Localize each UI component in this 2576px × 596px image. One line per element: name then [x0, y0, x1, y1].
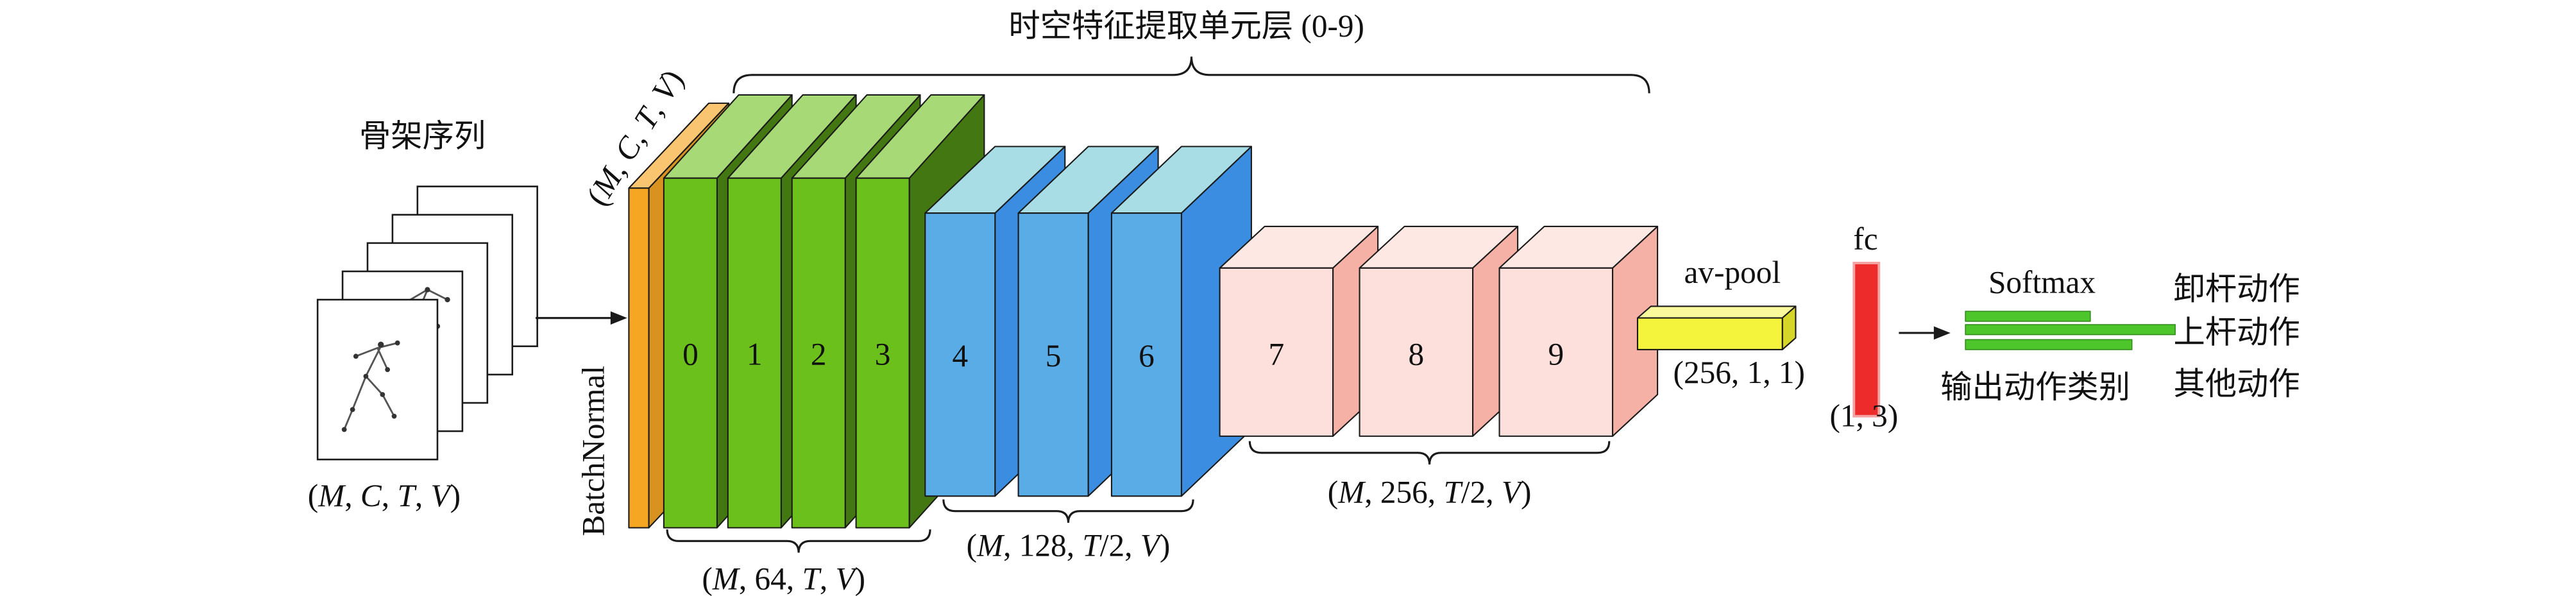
block-7-label: 7 — [1269, 336, 1285, 371]
softmax-bar-1 — [1965, 324, 2176, 336]
class-label-2: 其他动作 — [2174, 366, 2300, 402]
stage2-shape: (M, 128, T/2, V) — [967, 528, 1171, 563]
softmax-label: Softmax — [1988, 265, 2096, 300]
softmax-bar-0 — [1965, 311, 2091, 322]
block-8: 8 — [1359, 225, 1519, 437]
stage1-shape: (M, 64, T, V) — [702, 561, 865, 596]
block-6-label: 6 — [1139, 338, 1155, 373]
avpool-top-face — [1636, 305, 1797, 319]
avpool-front-face — [1636, 317, 1783, 350]
stage2-brace — [942, 499, 1194, 523]
batchnorm-slab-front-face — [628, 187, 650, 529]
avpool-box — [1636, 305, 1797, 350]
block-7: 7 — [1219, 225, 1379, 437]
block-5-front-face — [1017, 212, 1089, 497]
block-5-label: 5 — [1046, 338, 1062, 373]
top-brace — [733, 56, 1650, 94]
block-8-front-face — [1359, 267, 1474, 437]
title: 时空特征提取单元层 (0-9) — [1008, 8, 1364, 44]
block-2-label: 2 — [811, 336, 827, 371]
sequence-shape: (M, C, T, V) — [308, 478, 461, 513]
block-2-front-face — [791, 177, 846, 529]
block-9-label: 9 — [1548, 336, 1564, 371]
block-3-label: 3 — [875, 336, 891, 371]
stage1-brace — [666, 529, 931, 553]
avpool-shape: (256, 1, 1) — [1674, 355, 1805, 390]
block-9-front-face — [1498, 267, 1614, 437]
block-1-label: 1 — [747, 336, 763, 371]
stage3-shape: (M, 256, T/2, V) — [1328, 475, 1532, 510]
input-arrow — [536, 311, 627, 325]
sequence-label: 骨架序列 — [359, 118, 486, 153]
batchnorm-label: BatchNormal — [575, 366, 611, 536]
block-4-label: 4 — [952, 338, 968, 373]
block-4-front-face — [924, 212, 996, 497]
softmax-bar-2 — [1965, 339, 2133, 350]
block-6-front-face — [1110, 212, 1182, 497]
stage3-brace — [1248, 441, 1611, 465]
fc-label: fc — [1853, 221, 1877, 257]
block-1-front-face — [727, 177, 782, 529]
block-0-front-face — [663, 177, 718, 529]
skeleton-sequence — [316, 185, 538, 461]
block-7-front-face — [1219, 267, 1334, 437]
block-9: 9 — [1498, 225, 1659, 437]
fc-arrow — [1899, 326, 1951, 340]
skeleton-frame-1 — [316, 298, 439, 461]
class-label-1: 上杆动作 — [2174, 315, 2300, 350]
block-3-front-face — [855, 177, 910, 529]
layer-blocks: 0 1 2 3 4 5 6 7 8 9 — [628, 94, 1659, 529]
block-0-label: 0 — [682, 336, 699, 371]
fc-layer — [1852, 262, 1881, 418]
softmax-caption: 输出动作类别 — [1940, 370, 2130, 405]
softmax-bars — [1965, 311, 2176, 350]
block-8-label: 8 — [1408, 336, 1424, 371]
skeleton-figure-front — [341, 340, 400, 432]
avpool-label: av-pool — [1684, 255, 1781, 290]
fc-shape: (1, 3) — [1829, 398, 1898, 433]
class-label-0: 卸杆动作 — [2174, 271, 2300, 307]
